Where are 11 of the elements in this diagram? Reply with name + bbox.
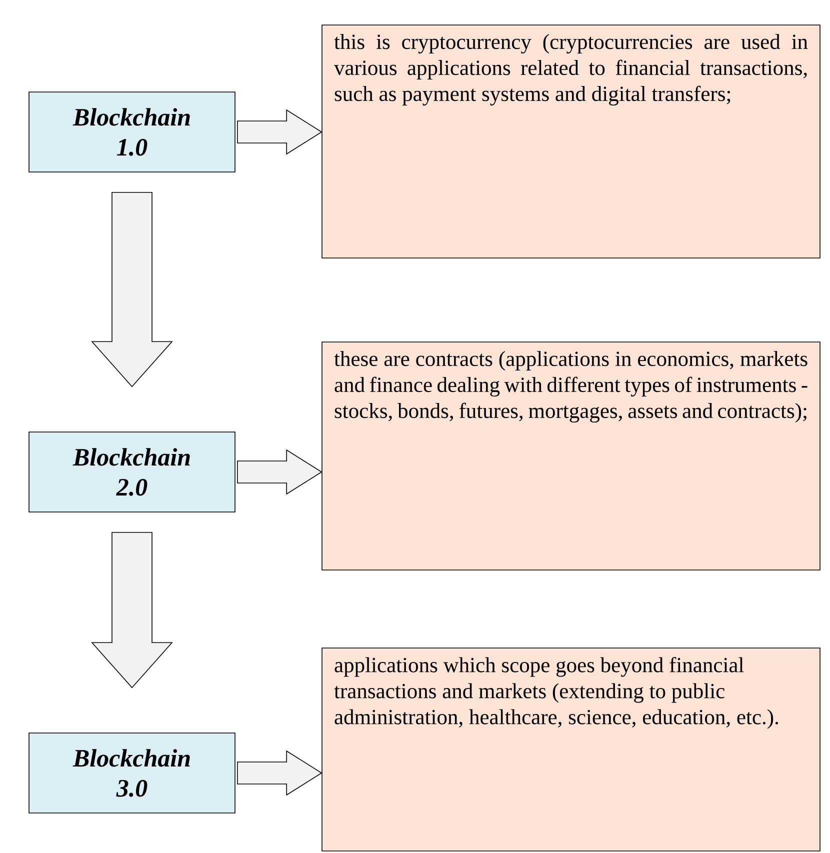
description-box: this is cryptocurrency (cryptocurrencies are used in various applications related to financial transactions, such as payment systems and digital transfers;	[322, 24, 820, 258]
block-arrow	[237, 449, 322, 495]
block-arrow	[91, 192, 173, 388]
stage-box: Blockchain 1.0	[28, 92, 236, 172]
stage-box: Blockchain 2.0	[28, 432, 236, 512]
stage-box: Blockchain 3.0	[28, 732, 236, 814]
block-arrow	[237, 109, 322, 155]
block-arrow	[237, 750, 322, 796]
description-box: applications which scope goes beyond financial transactions and markets (extending to public administration, healthcare, science, education, etc.).	[322, 648, 820, 852]
description-box: these are contracts (applications in economics, markets and finance dealing with different types of instruments - stocks, bonds, futures, mortgages, assets and contracts);	[322, 342, 820, 570]
block-arrow	[91, 532, 173, 688]
